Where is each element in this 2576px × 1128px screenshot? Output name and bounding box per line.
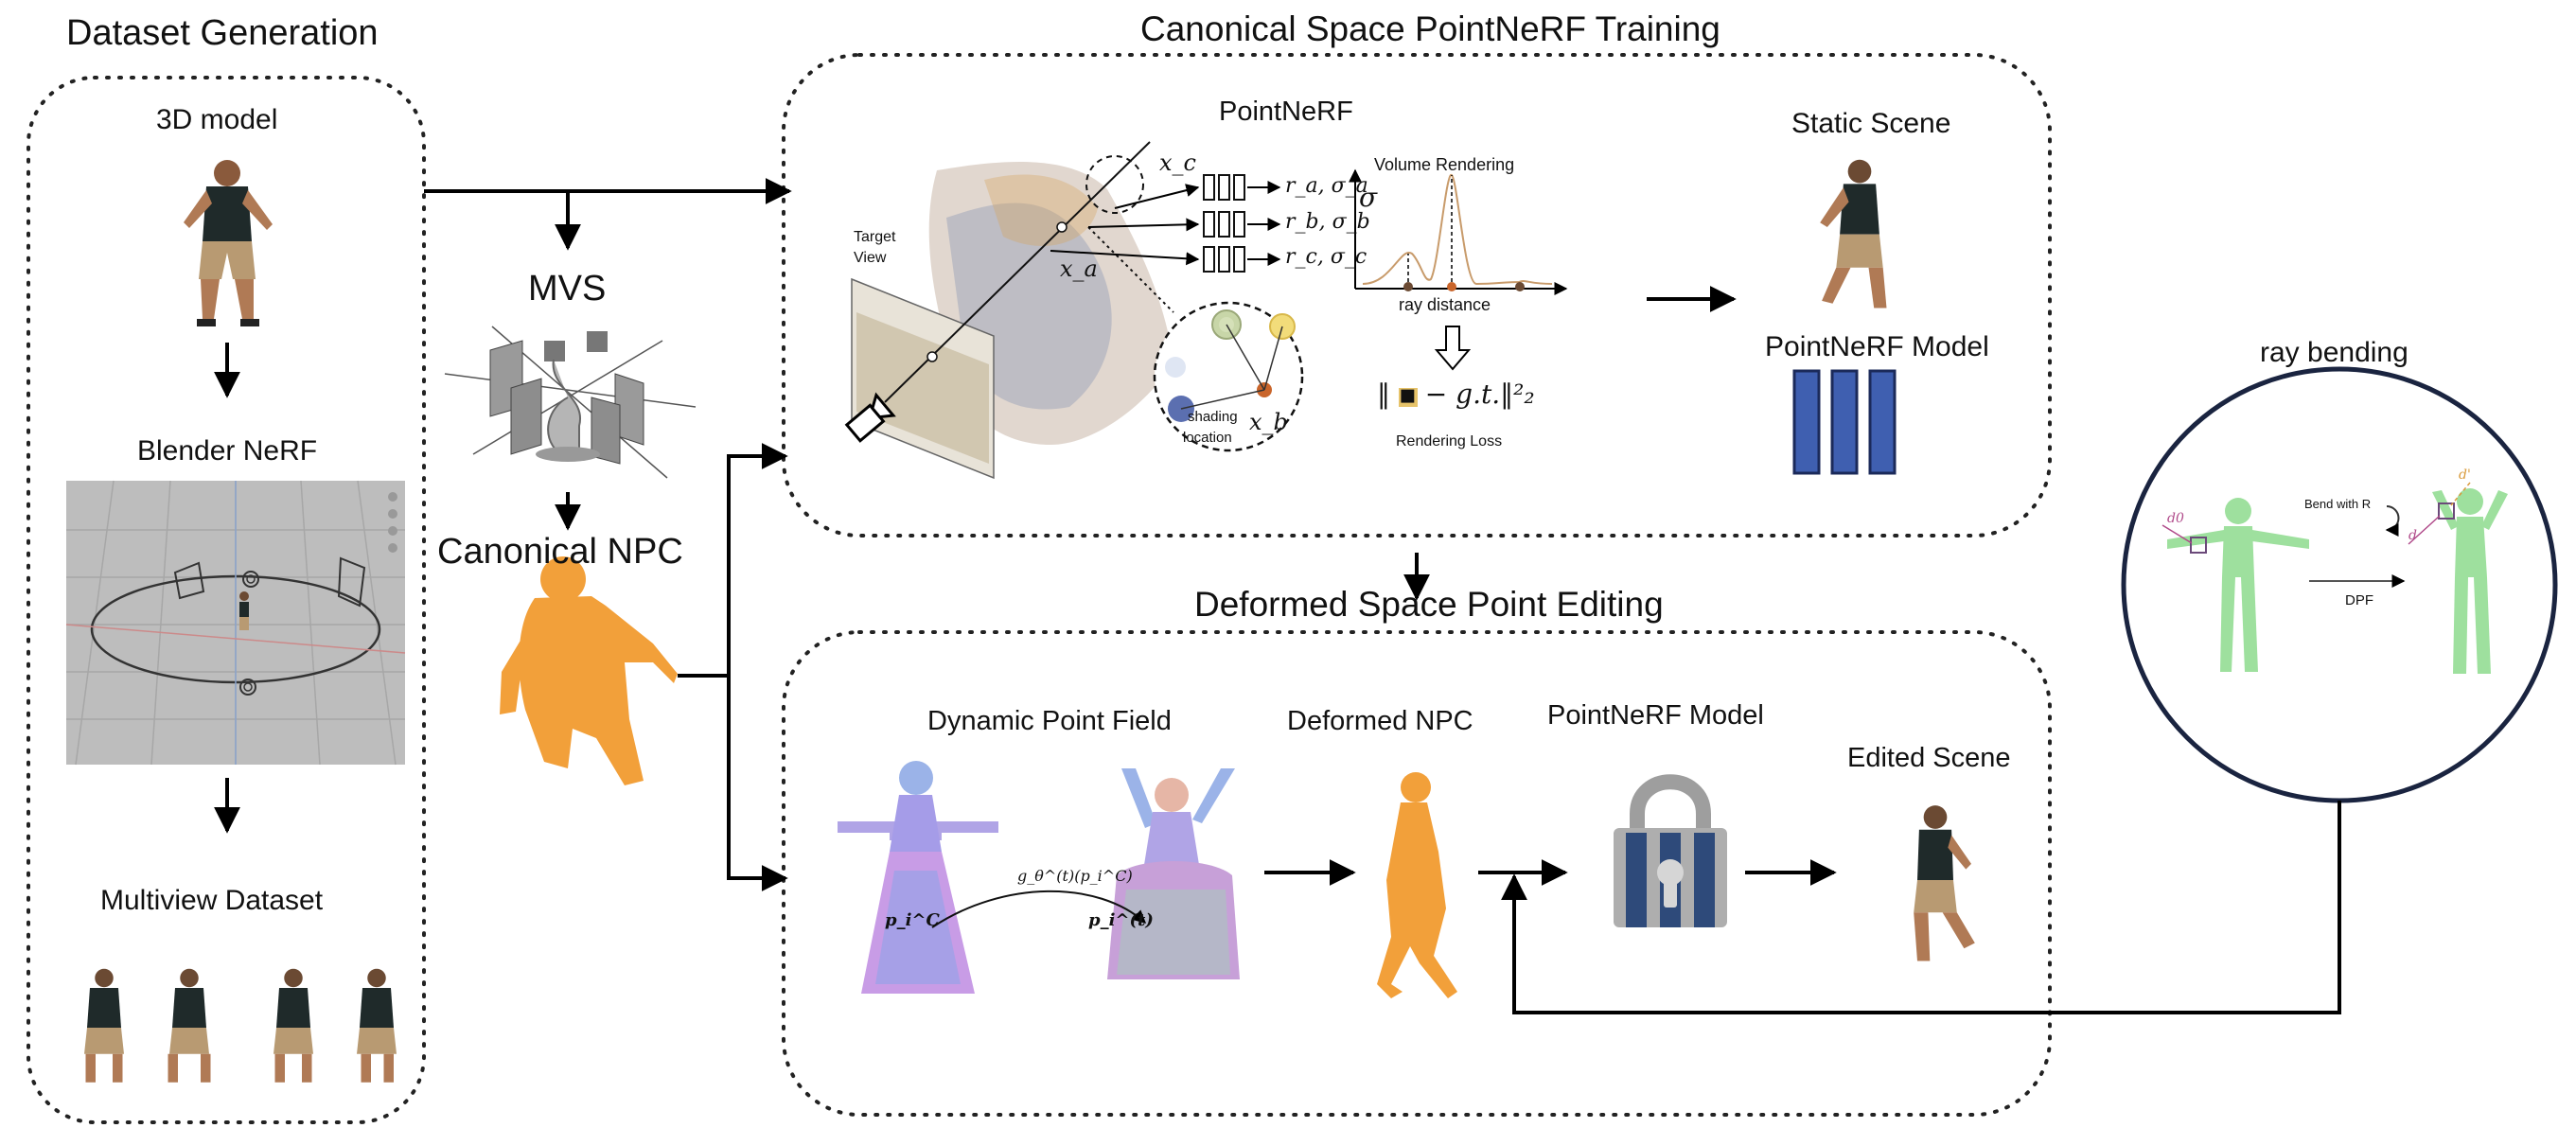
label-rc: r_c, σ_c [1285,245,1367,269]
mvs-illustration [444,326,697,479]
label-loss-formula: ‖ ▪ − g.t.‖²₂ [1377,379,1535,410]
deformed-editing-frame [782,630,2052,1117]
ray-bending-ray-dprime [2450,482,2471,506]
arrow-point-c [1114,184,1200,209]
label-g-function: g_θ^(t)(p_i^C) [1017,867,1133,885]
label-pointnerf-model-editing: PointNeRF Model [1547,700,1764,731]
label-multiview-dataset: Multiview Dataset [100,885,324,916]
g-mapping-curve [931,890,1147,928]
down-hollow-arrow [1434,326,1472,371]
label-edited-scene: Edited Scene [1847,743,2011,773]
label-mvs: MVS [528,269,607,308]
label-rendering-loss: Rendering Loss [1396,433,1503,449]
label-dprime: d' [2459,467,2471,483]
loss-color-square [1399,388,1418,407]
section-title-deformed-editing: Deformed Space Point Editing [1194,585,1664,624]
label-d: d [2408,528,2417,543]
section-title-canonical-training: Canonical Space PointNeRF Training [1140,9,1720,48]
label-static-scene: Static Scene [1791,108,1951,139]
label-ra: r_a, σ_a [1285,174,1368,198]
lock-icon [1614,774,1727,927]
xc-dashed-circle [1085,155,1144,214]
label-pointnerf-model-training: PointNeRF Model [1765,331,1989,362]
label-xa: x_a [1060,256,1098,282]
mlp-boxes [1203,174,1245,273]
label-p-canonical: p_i^C [885,910,940,930]
deformed-npc-figure [1377,772,1457,998]
label-xc: x_c [1159,150,1196,176]
label-shading-2: location [1183,430,1232,446]
label-target-view-2: View [854,250,887,266]
section-title-ray-bending: ray bending [2260,337,2408,368]
volume-rendering-plot [1349,168,1568,295]
label-3d-model: 3D model [156,104,278,135]
multiview-figures [84,968,397,1083]
to-shading-dotted [1087,226,1174,313]
edited-scene-figure [1914,805,1975,961]
ray-bending-figure-left [2167,498,2309,672]
label-sigma: σ [1359,182,1378,213]
ray-bending-box-left [2190,537,2207,554]
label-ray-distance: ray distance [1399,295,1491,314]
label-dpf: DPF [2345,592,2373,608]
arrow-ray-bending-feedback [1501,801,2341,1014]
label-blender-nerf: Blender NeRF [137,435,318,467]
ray-bending-ray-d [2408,515,2441,545]
ray-bending-ray-left [2161,524,2193,544]
bend-rotate-icon [2385,505,2400,537]
blender-viewport [65,480,406,766]
ray-bending-box-right [2438,502,2455,520]
label-rb: r_b, σ_b [1285,210,1370,234]
label-d0: d0 [2167,511,2184,526]
canonical-npc-figure [500,556,678,785]
shading-location-inset [1153,301,1304,452]
label-pointnerf: PointNeRF [1219,97,1353,127]
arrow-point-b [1087,218,1200,232]
sample-point-left [926,351,938,362]
pointnerf-model-bars-training [1792,369,1897,475]
arrow-point-a [1050,250,1200,266]
arrow-npc-to-editing [727,676,788,891]
arrow-npc-branch [678,443,788,678]
dpf-figure-canonical [838,761,998,994]
ray-bending-figure-right [2432,488,2508,674]
ray-bending-circle [2121,366,2558,803]
sample-point-right [1056,221,1067,233]
label-target-view-1: Target [854,229,896,245]
section-title-dataset-generation: Dataset Generation [66,13,379,53]
label-dynamic-point-field: Dynamic Point Field [927,706,1172,736]
static-scene-figure [1820,159,1887,308]
label-xb: x_b [1249,409,1288,435]
dpf-figure-deformed [1107,768,1240,979]
label-volume-rendering: Volume Rendering [1374,155,1515,174]
label-deformed-npc: Deformed NPC [1287,706,1473,736]
dataset-generation-frame [26,76,426,1124]
label-shading-1: shading [1188,409,1238,425]
label-canonical-npc: Canonical NPC [437,532,683,572]
human-figure-3d-model [184,160,273,326]
label-bend-with-r: Bend with R [2304,497,2372,511]
label-p-deformed: p_i^(t) [1088,910,1154,930]
canonical-training-frame [782,53,2052,538]
